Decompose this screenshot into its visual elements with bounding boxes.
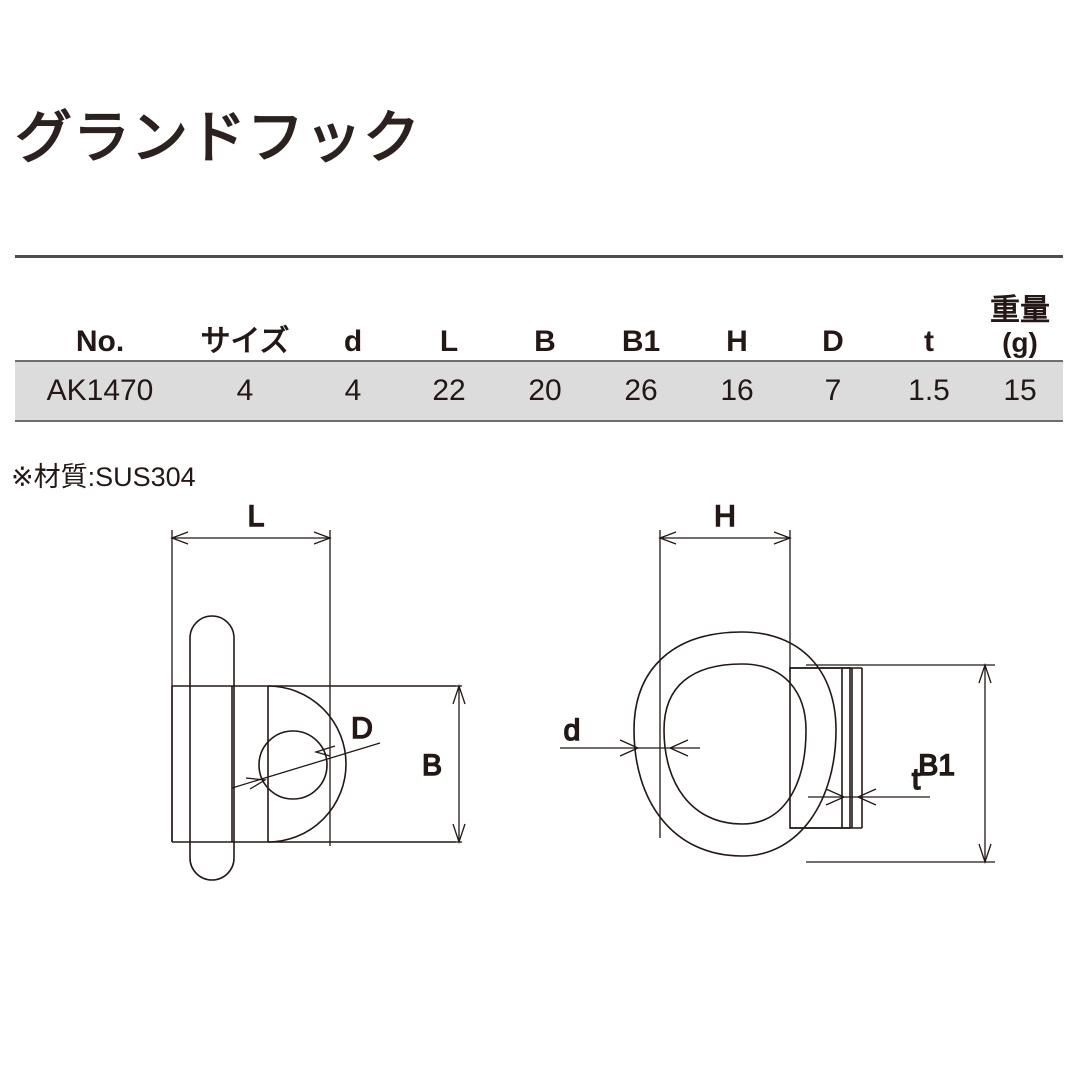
column-header-no: No.: [75, 324, 125, 358]
cell-d: 4: [344, 374, 362, 407]
side-view-drawing: H d t: [560, 499, 995, 865]
table-header-row: No. サイズ d L B B1 H D t 重量 (g): [15, 258, 1063, 360]
table-row: AK1470 4 4 22 20 26 16 7 1.5 15: [15, 360, 1063, 422]
dim-label-L: L: [248, 500, 265, 533]
cell-l: 22: [432, 374, 466, 407]
column-header-l: L: [439, 324, 459, 358]
cell-weight: 15: [1003, 374, 1037, 407]
column-header-weight-main: 重量: [990, 294, 1050, 328]
cell-t: 1.5: [908, 374, 950, 407]
material-note: ※材質:SUS304: [11, 462, 196, 492]
cell-size: 4: [236, 374, 254, 407]
spec-table: No. サイズ d L B B1 H D t 重量 (g) AK1470 4 4…: [15, 255, 1063, 422]
dim-label-B: B: [422, 749, 442, 782]
column-header-b1: B1: [621, 324, 661, 358]
column-header-weight-unit: (g): [1002, 326, 1038, 358]
table-top-rule: [15, 255, 1063, 258]
column-header-b: B: [534, 324, 556, 358]
cell-b1: 26: [624, 374, 658, 407]
page-title: グランドフック: [15, 106, 421, 170]
dim-label-t: t: [912, 763, 921, 796]
cell-h: 16: [720, 374, 754, 407]
front-view-drawing: L D: [170, 499, 466, 881]
column-header-size: サイズ: [200, 324, 290, 358]
column-header-d-cap: D: [822, 324, 844, 358]
cell-d-cap: 7: [824, 374, 842, 407]
dim-label-d: d: [564, 714, 581, 747]
column-header-weight: 重量 (g): [977, 295, 1063, 358]
cell-no: AK1470: [46, 374, 154, 407]
dim-label-B1: B1: [918, 749, 955, 782]
technical-drawings: L D: [0, 490, 1080, 930]
dim-label-H: H: [714, 500, 736, 533]
column-header-t: t: [924, 324, 934, 358]
drawings-canvas: L D: [170, 499, 995, 881]
cell-b: 20: [528, 374, 562, 407]
column-header-d: d: [343, 324, 363, 358]
column-header-h: H: [726, 324, 748, 358]
dim-label-D: D: [351, 712, 373, 745]
